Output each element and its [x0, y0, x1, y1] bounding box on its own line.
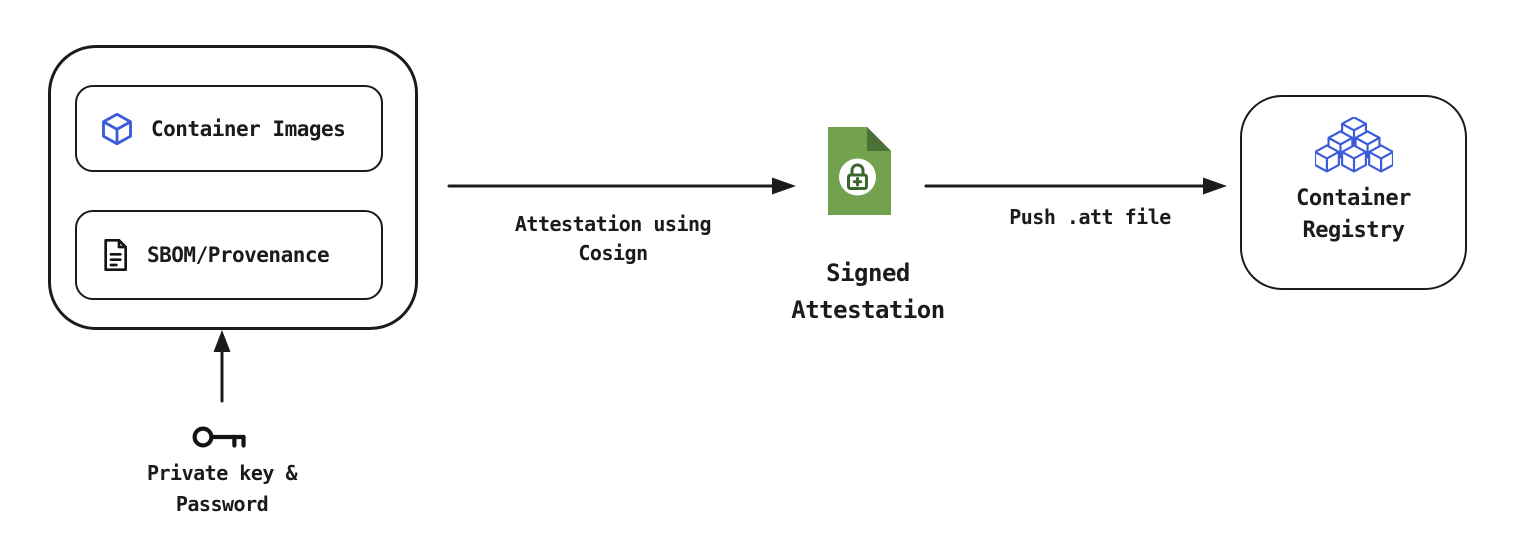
cubes-stack-icon	[1314, 117, 1393, 175]
attestation-arrow	[447, 177, 796, 195]
signed-attestation-label: Signed Attestation	[791, 259, 945, 325]
key-input-arrow	[213, 330, 231, 403]
document-icon	[99, 237, 131, 273]
node-label-sbom-provenance: SBOM/Provenance	[147, 243, 330, 267]
registry-label: Container Registry	[1296, 186, 1411, 243]
node-container-registry: Container Registry	[1240, 95, 1467, 290]
attestation-arrow-label: Attestation using Cosign	[514, 212, 712, 265]
cube-icon	[99, 111, 135, 147]
push-arrow-label: Push .att file	[1009, 205, 1171, 229]
node-label-container-images: Container Images	[151, 116, 346, 141]
push-arrow	[924, 177, 1227, 195]
node-sbom-provenance: SBOM/Provenance	[75, 210, 383, 300]
artifacts-group-box: Container Images SBOM/Provenance	[48, 45, 418, 330]
key-label: Private key & Password	[146, 461, 298, 516]
node-container-images: Container Images	[75, 85, 383, 172]
key-icon	[188, 420, 252, 454]
signed-attestation-icon	[820, 124, 896, 218]
